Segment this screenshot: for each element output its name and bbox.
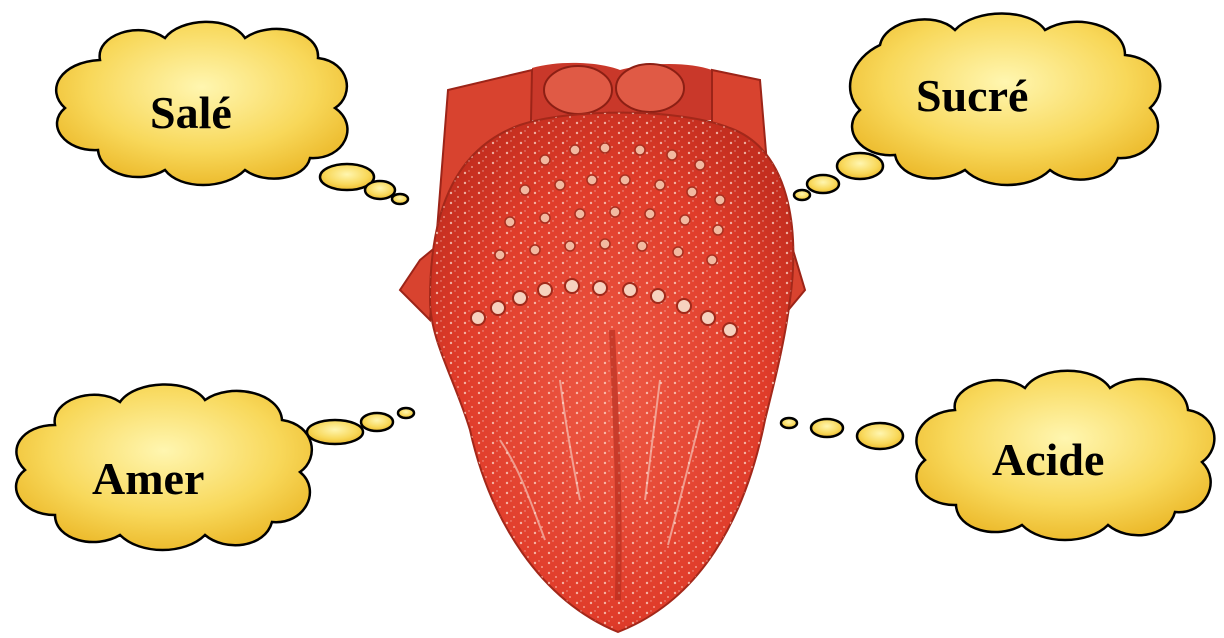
thought-bubble <box>398 408 414 418</box>
taste-label-sale: Salé <box>150 90 232 136</box>
thought-bubble <box>857 423 903 449</box>
taste-label-sucre: Sucré <box>916 73 1028 119</box>
thought-bubble <box>392 194 408 204</box>
thought-bubble <box>307 420 363 444</box>
thought-bubble <box>781 418 797 428</box>
taste-label-acide: Acide <box>992 437 1104 483</box>
taste-label-amer: Amer <box>92 456 204 502</box>
cloud-sale <box>56 22 408 204</box>
thought-bubble <box>365 181 395 199</box>
thought-bubble <box>837 153 883 179</box>
thought-bubble <box>794 190 810 200</box>
tongue-illustration <box>400 63 805 632</box>
thought-bubble <box>811 419 843 437</box>
thought-bubble <box>807 175 839 193</box>
cloud-amer <box>16 384 414 550</box>
thought-bubble <box>361 413 393 431</box>
